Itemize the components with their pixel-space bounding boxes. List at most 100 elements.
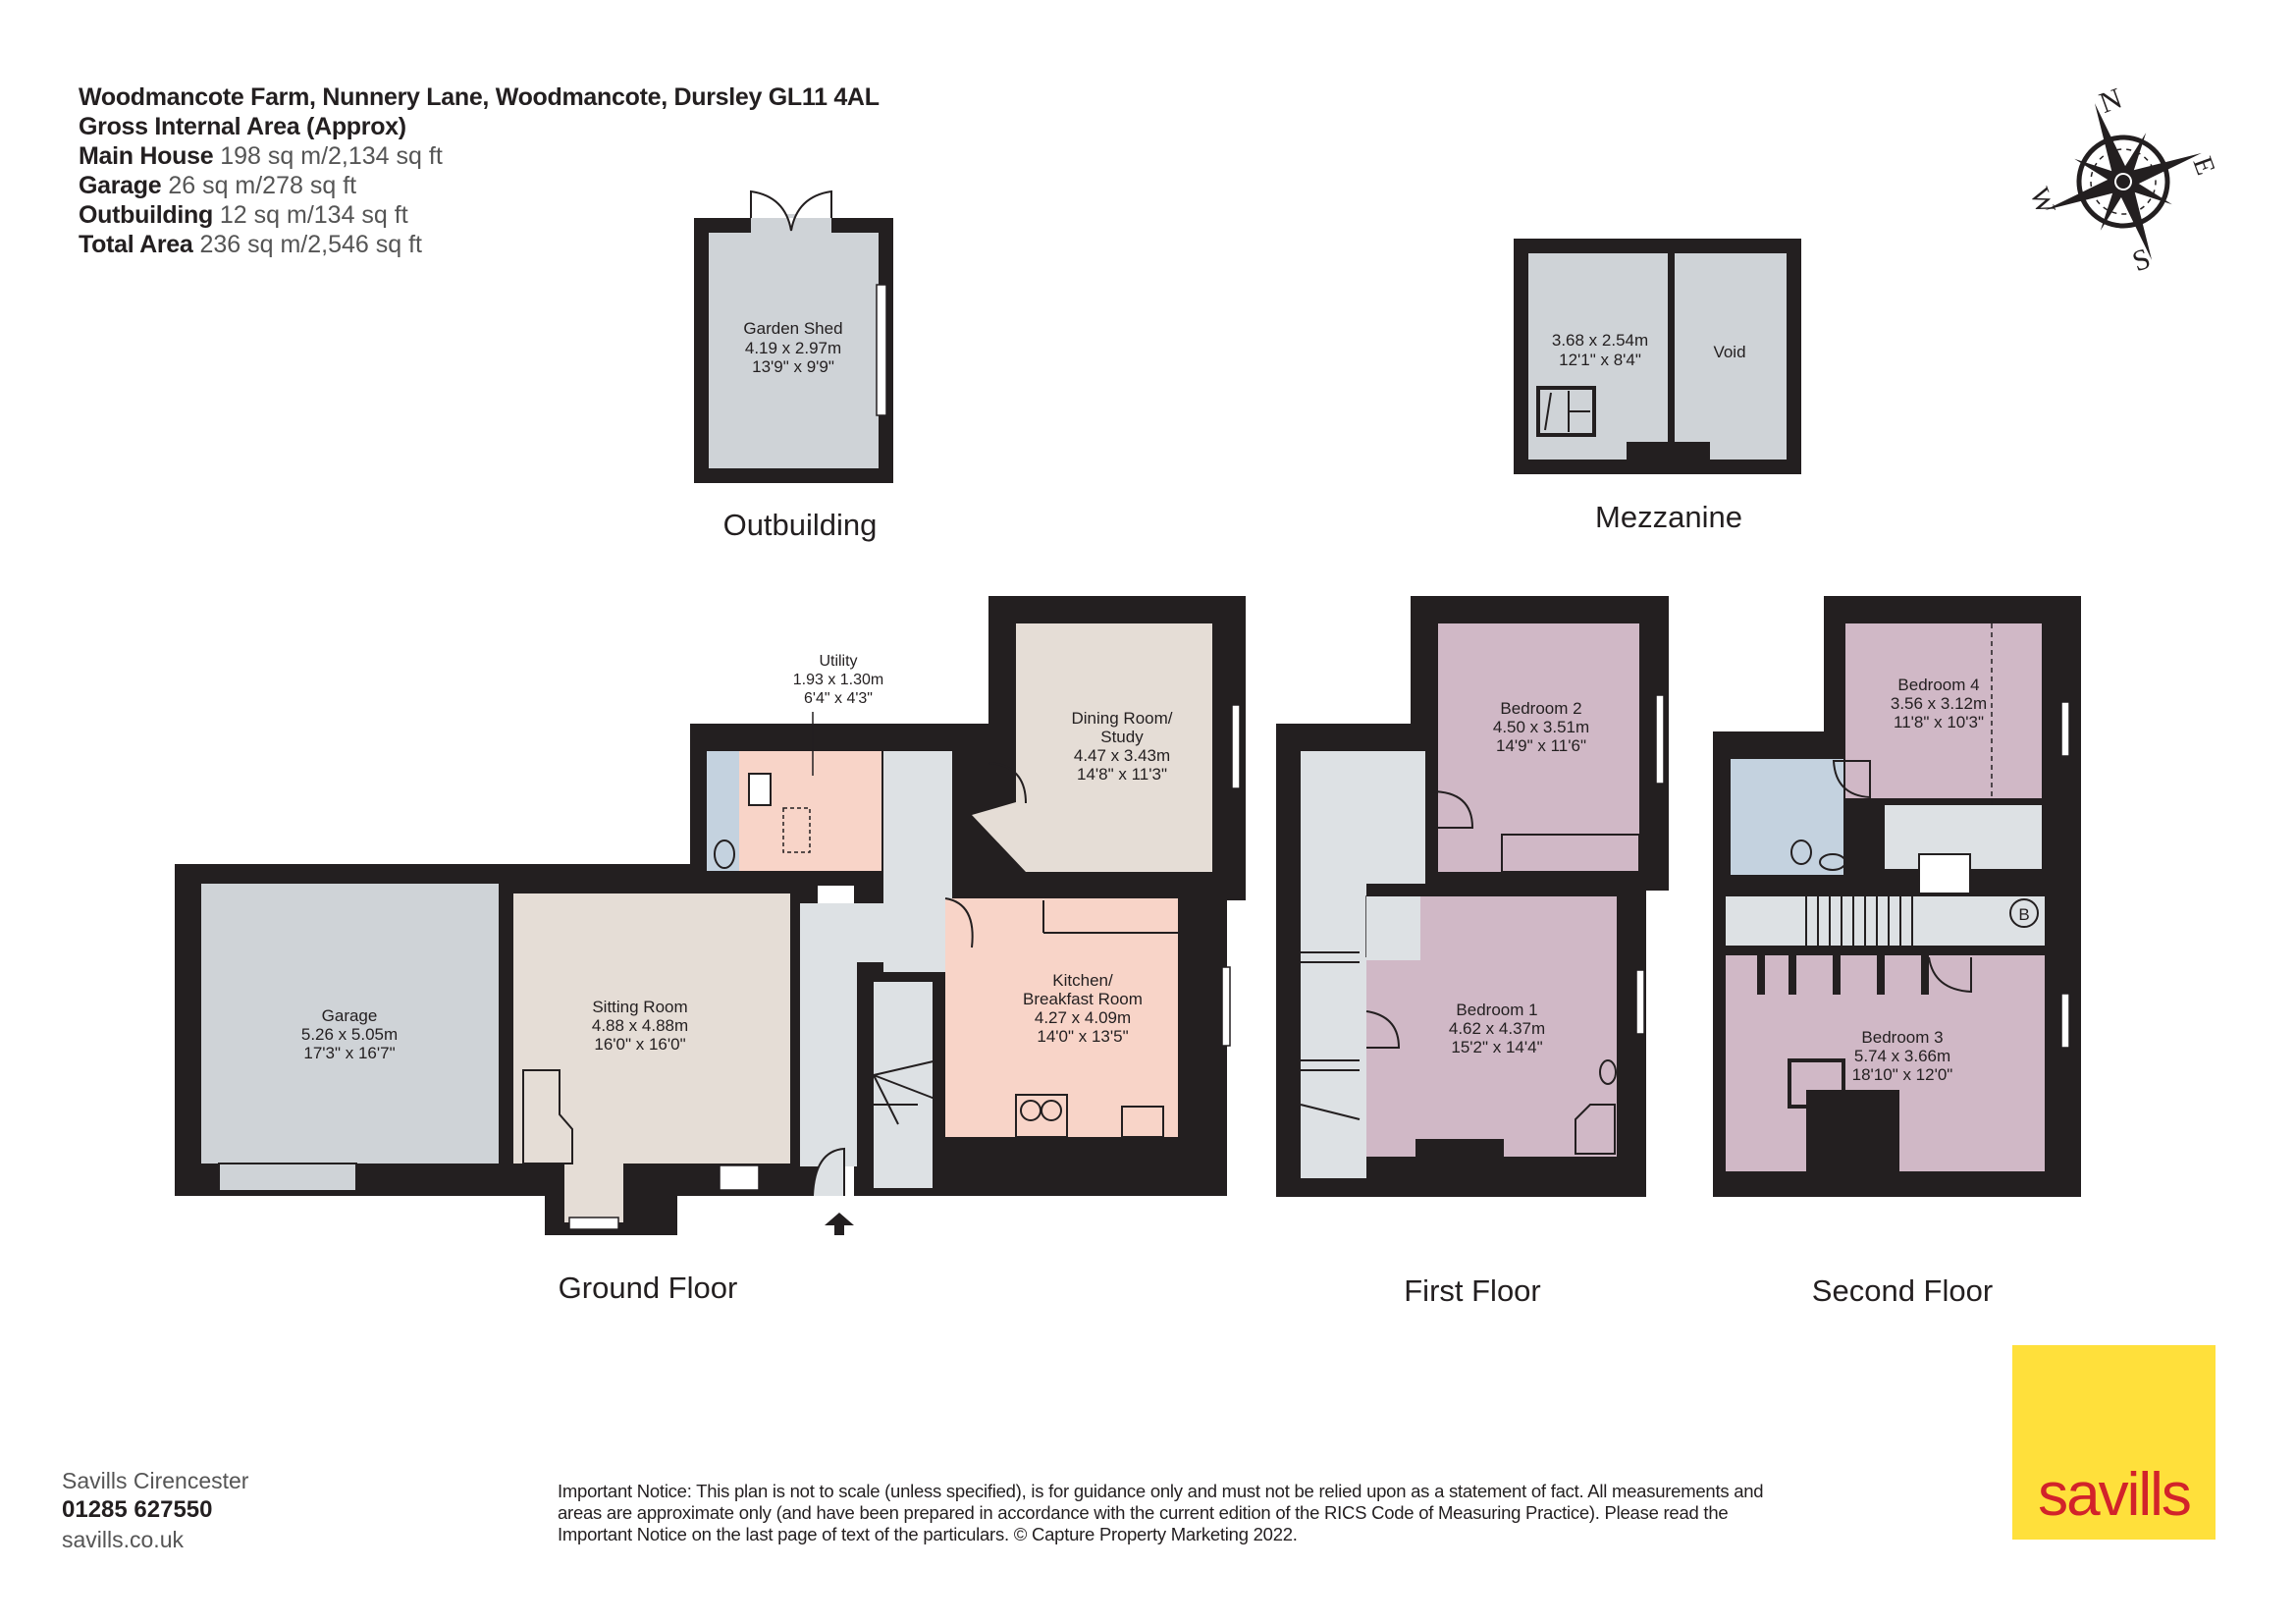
window-icon bbox=[1221, 966, 1231, 1047]
logo-text: savills bbox=[2038, 1461, 2192, 1529]
room-metric: 3.68 x 2.54m bbox=[1552, 331, 1648, 350]
staircase bbox=[1301, 884, 1366, 1178]
landing-2 bbox=[1726, 896, 2045, 946]
room-metric: 5.26 x 5.05m bbox=[301, 1025, 398, 1044]
basin-icon bbox=[1819, 853, 1846, 871]
first-floor-plan: Bedroom 2 4.50 x 3.51m 14'9" x 11'6" Bed… bbox=[1276, 596, 1669, 1308]
second-floor-label: Second Floor bbox=[1812, 1273, 1993, 1308]
door-swing-icon bbox=[1365, 1010, 1401, 1049]
sink-icon bbox=[748, 773, 772, 806]
room-name: Utility bbox=[819, 653, 857, 670]
void-area bbox=[1675, 253, 1787, 460]
property-address: Woodmancote Farm, Nunnery Lane, Woodmanc… bbox=[79, 83, 880, 111]
room-imperial: 12'1" x 8'4" bbox=[1559, 351, 1641, 369]
area-main-house: Main House 198 sq m/2,134 sq ft bbox=[79, 142, 443, 170]
boiler-label: B bbox=[2018, 905, 2029, 924]
room-imperial: 11'8" x 10'3" bbox=[1894, 713, 1984, 731]
agent-contact: Savills Cirencester 01285 627550 savills… bbox=[62, 1466, 248, 1554]
gia-title: Gross Internal Area (Approx) bbox=[79, 113, 406, 140]
header-info: Woodmancote Farm, Nunnery Lane, Woodmanc… bbox=[79, 82, 880, 259]
wardrobes bbox=[1757, 955, 1929, 995]
room-name-2: Study bbox=[1100, 728, 1144, 746]
french-doors-icon bbox=[750, 189, 832, 232]
staircase bbox=[874, 982, 933, 1188]
garage-room bbox=[201, 884, 499, 1164]
shower-icon bbox=[1575, 1104, 1616, 1155]
door-swing-icon bbox=[944, 897, 974, 948]
room-name: Bedroom 2 bbox=[1500, 699, 1581, 718]
first-floor-label: First Floor bbox=[1404, 1273, 1541, 1308]
mezzanine-room bbox=[1528, 253, 1668, 460]
stairs-icon bbox=[1805, 896, 1913, 946]
second-floor-plan: B Bedroom 4 3.56 x 3.12m 11'8" x 10'3" B… bbox=[1713, 596, 2081, 1308]
toilet-icon bbox=[714, 839, 735, 869]
stairs-icon bbox=[1918, 853, 1971, 894]
room-metric: 4.62 x 4.37m bbox=[1449, 1019, 1545, 1038]
area-garage: Garage 26 sq m/278 sq ft bbox=[79, 172, 357, 199]
shower-room bbox=[1731, 759, 1843, 875]
window-icon bbox=[1655, 694, 1665, 785]
room-name: Kitchen/ bbox=[1052, 971, 1113, 990]
outbuilding-plan: Garden Shed 4.19 x 2.97m 13'9" x 9'9" Ou… bbox=[694, 189, 893, 542]
room-metric: 4.88 x 4.88m bbox=[592, 1016, 688, 1035]
room-imperial: 14'8" x 11'3" bbox=[1077, 765, 1167, 784]
window-icon bbox=[1635, 969, 1645, 1035]
room-name-2: Breakfast Room bbox=[1023, 990, 1143, 1008]
ground-floor-label: Ground Floor bbox=[559, 1271, 738, 1305]
room-name: Dining Room/ bbox=[1072, 709, 1173, 728]
savills-logo: savills bbox=[2012, 1345, 2216, 1540]
stairs-icon bbox=[873, 1059, 938, 1125]
room-imperial: 16'0" x 16'0" bbox=[594, 1035, 685, 1054]
room-name: Sitting Room bbox=[592, 998, 687, 1016]
area-outbuilding: Outbuilding 12 sq m/134 sq ft bbox=[79, 201, 408, 229]
room-name: Bedroom 4 bbox=[1897, 676, 1979, 694]
room-name: Garage bbox=[322, 1006, 378, 1025]
door-swing-icon bbox=[1430, 790, 1474, 829]
kitchen-sink-icon bbox=[1121, 1106, 1164, 1138]
window-icon bbox=[2060, 701, 2070, 757]
roof-window-icon bbox=[1788, 1058, 1845, 1109]
room-metric: 4.50 x 3.51m bbox=[1493, 718, 1589, 736]
bedroom-4 bbox=[1845, 623, 2042, 798]
window-icon bbox=[2060, 993, 2070, 1049]
fireplace-icon bbox=[522, 1069, 573, 1164]
boiler-icon bbox=[2009, 898, 2039, 928]
compass-rose-icon: N E S W bbox=[2023, 82, 2220, 279]
room-metric: 4.47 x 3.43m bbox=[1074, 746, 1170, 765]
bedroom-2 bbox=[1438, 623, 1639, 872]
front-door-icon bbox=[812, 1147, 845, 1197]
stairs-icon bbox=[1300, 951, 1361, 1120]
room-imperial: 14'9" x 11'6" bbox=[1496, 736, 1586, 755]
door-swing-icon bbox=[988, 762, 1027, 804]
window-icon bbox=[719, 1164, 760, 1191]
shower-icon bbox=[1832, 760, 1871, 799]
toilet-icon bbox=[1790, 839, 1812, 865]
phone-number[interactable]: 01285 627550 bbox=[62, 1496, 213, 1523]
room-imperial: 17'3" x 16'7" bbox=[303, 1044, 395, 1062]
room-imperial: 18'10" x 12'0" bbox=[1852, 1065, 1953, 1084]
website-link[interactable]: savills.co.uk bbox=[62, 1527, 184, 1552]
room-name: Bedroom 1 bbox=[1456, 1001, 1537, 1019]
outbuilding-label: Outbuilding bbox=[723, 508, 878, 542]
office-name: Savills Cirencester bbox=[62, 1468, 249, 1493]
dining-room bbox=[972, 623, 1212, 872]
window-icon bbox=[568, 1217, 619, 1230]
room-metric: 4.19 x 2.97m bbox=[745, 339, 841, 357]
mezzanine-label: Mezzanine bbox=[1595, 500, 1742, 534]
void-label: Void bbox=[1713, 343, 1745, 361]
basin-icon bbox=[1599, 1059, 1617, 1085]
ground-floor-plan: Utility 1.93 x 1.30m 6'4" x 4'3" Dining … bbox=[175, 596, 1246, 1305]
roof-window-icon bbox=[1536, 386, 1596, 437]
landing bbox=[1301, 751, 1425, 884]
room-metric: 3.56 x 3.12m bbox=[1891, 694, 1987, 713]
window-icon bbox=[876, 284, 887, 416]
window-icon bbox=[1231, 704, 1241, 789]
room-imperial: 15'2" x 14'4" bbox=[1451, 1038, 1542, 1056]
garden-shed-room bbox=[709, 233, 879, 468]
entrance-arrow-icon bbox=[825, 1213, 854, 1235]
door-swing-icon bbox=[1928, 956, 1972, 994]
room-name: Garden Shed bbox=[743, 319, 842, 338]
room-name: Bedroom 3 bbox=[1861, 1028, 1943, 1047]
room-imperial: 13'9" x 9'9" bbox=[752, 357, 834, 376]
